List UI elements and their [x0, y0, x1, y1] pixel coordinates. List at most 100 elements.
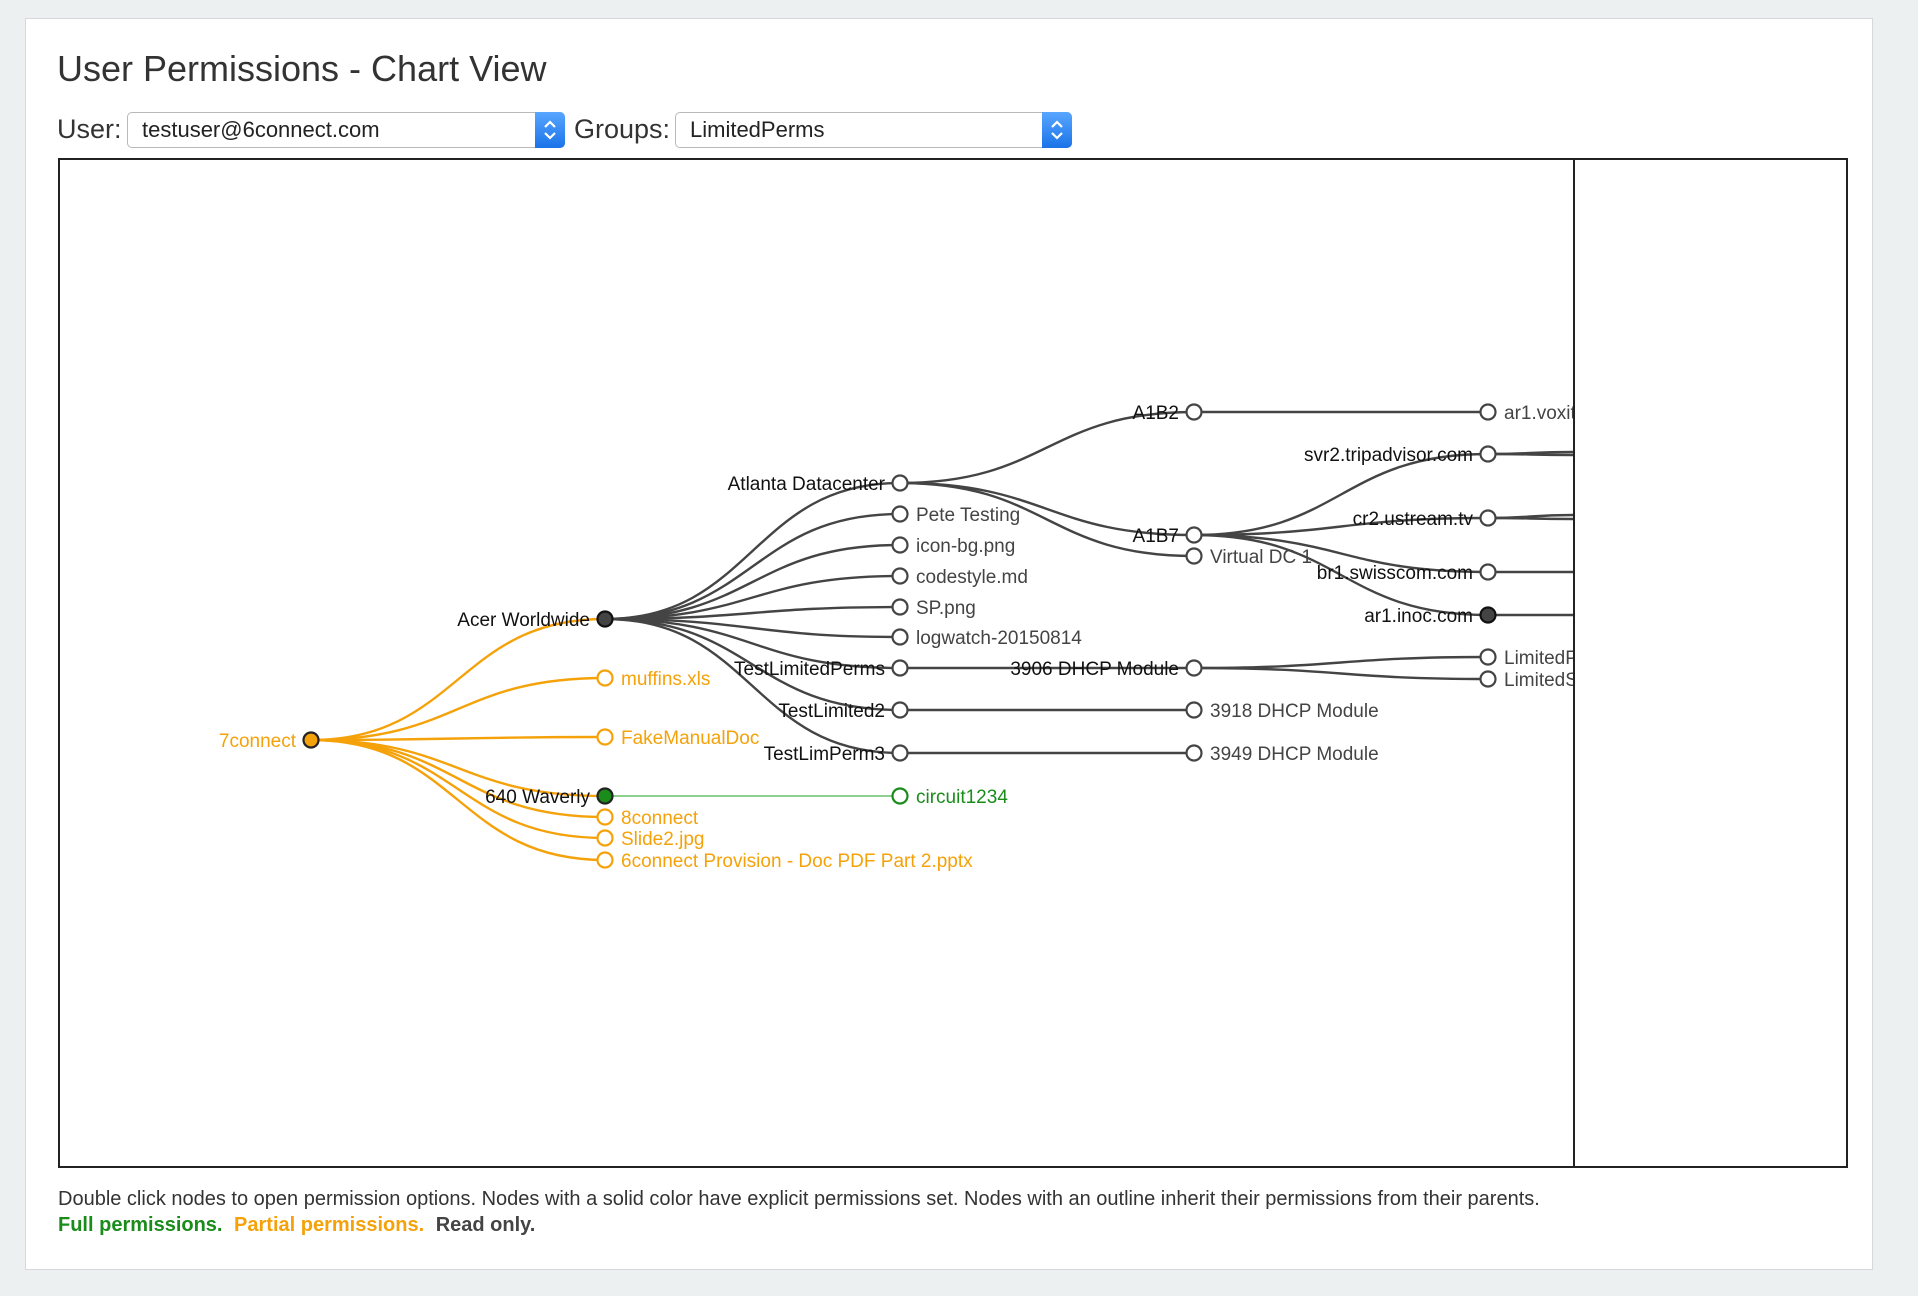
tree-node-circle[interactable] [596, 669, 614, 687]
tree-node-iconbg[interactable]: icon-bg.png [891, 536, 1016, 557]
tree-link-a1b7-br1 [1193, 533, 1489, 574]
legend-partial: Partial permissions. [234, 1214, 425, 1236]
tree-node-circle[interactable] [1479, 648, 1497, 666]
tree-link-root-muffins [310, 676, 606, 742]
tree-node-circle[interactable] [891, 474, 909, 492]
tree-node-circle[interactable] [596, 728, 614, 746]
tree-link-a1b7-ar1inoc [1193, 533, 1489, 617]
tree-node-circle[interactable] [891, 505, 909, 523]
tree-node-ar1inoc[interactable]: ar1.inoc.com [1364, 606, 1497, 627]
tree-link-atlanta-vdc1 [899, 481, 1195, 558]
tree-node-a1b2[interactable]: A1B2 [1133, 403, 1203, 424]
tree-node-circle[interactable] [596, 610, 614, 628]
tree-node-label: TestLimited2 [778, 701, 885, 722]
tree-node-a1b7[interactable]: A1B7 [1133, 526, 1203, 547]
legend-readonly: Read only. [435, 1214, 536, 1236]
tree-node-root[interactable]: 7connect [219, 731, 320, 752]
tree-node-label: icon-bg.png [916, 536, 1015, 557]
tree-node-label: 6connect Provision - Doc PDF Part 2.pptx [621, 851, 973, 872]
tree-node-circle[interactable] [1479, 563, 1497, 581]
groups-select-stepper[interactable] [1042, 112, 1072, 148]
tree-node-circle[interactable] [1479, 606, 1497, 624]
tree-link-a1b7-cr2 [1193, 516, 1489, 537]
tree-node-logwatch[interactable]: logwatch-20150814 [891, 628, 1083, 649]
tree-node-circle[interactable] [596, 829, 614, 847]
tree-node-dhcp3918[interactable]: 3918 DHCP Module [1185, 701, 1379, 722]
tree-node-circle[interactable] [1185, 659, 1203, 677]
tree-node-circle[interactable] [1185, 526, 1203, 544]
tree-node-svr2[interactable]: svr2.tripadvisor.com [1304, 445, 1497, 466]
tree-node-codestyle[interactable]: codestyle.md [891, 567, 1028, 588]
tree-node-cr2[interactable]: cr2.ustream.tv [1353, 509, 1497, 530]
tree-node-label: 3949 DHCP Module [1210, 744, 1379, 765]
tree-node-circle[interactable] [1479, 509, 1497, 527]
tree-node-circle[interactable] [891, 628, 909, 646]
tree-node-label: TestLimitedPerms [734, 659, 885, 680]
tree-node-dhcp3906[interactable]: 3906 DHCP Module [1010, 659, 1203, 680]
tree-link-a1b7-svr2 [1193, 452, 1489, 537]
tree-node-label: circuit1234 [916, 787, 1008, 808]
tree-link-offscreen-svr2 [1487, 452, 1574, 457]
tree-node-label: 3918 DHCP Module [1210, 701, 1379, 722]
tree-node-label: Atlanta Datacenter [728, 474, 886, 495]
tree-node-circle[interactable] [891, 536, 909, 554]
tree-node-muffins[interactable]: muffins.xls [596, 669, 711, 690]
tree-node-br1[interactable]: br1.swisscom.com [1317, 563, 1497, 584]
tree-node-label: Acer Worldwide [457, 610, 590, 631]
tree-node-tlp3[interactable]: TestLimPerm3 [764, 744, 909, 765]
tree-svg[interactable]: 7connect Acer Worldwide muffins.xlsFakeMan… [58, 158, 1848, 1168]
tree-node-pete[interactable]: Pete Testing [891, 505, 1021, 526]
tree-node-acer[interactable]: Acer Worldwide [457, 610, 614, 631]
tree-link-root-provision [310, 738, 606, 862]
tree-node-circle[interactable] [891, 567, 909, 585]
tree-node-dhcp3949[interactable]: 3949 DHCP Module [1185, 744, 1379, 765]
tree-node-eightconnect[interactable]: 8connect [596, 808, 699, 829]
tree-node-label: 3906 DHCP Module [1010, 659, 1179, 680]
tree-node-atlanta[interactable]: Atlanta Datacenter [728, 474, 909, 495]
tree-node-circuit[interactable]: circuit1234 [891, 787, 1009, 808]
links-layer [310, 410, 1574, 862]
updown-chevron-icon [1051, 120, 1063, 140]
groups-select[interactable]: LimitedPerms [675, 112, 1072, 148]
tree-node-vdc1[interactable]: Virtual DC 1 [1185, 547, 1313, 568]
tree-node-tl2[interactable]: TestLimited2 [778, 701, 909, 722]
tree-node-circle[interactable] [891, 701, 909, 719]
tree-node-circle[interactable] [1479, 445, 1497, 463]
tree-node-circle[interactable] [596, 808, 614, 826]
tree-node-circle[interactable] [891, 787, 909, 805]
tree-node-circle[interactable] [1185, 547, 1203, 565]
tree-node-circle[interactable] [596, 787, 614, 805]
tree-node-tlp[interactable]: TestLimitedPerms [734, 659, 909, 680]
tree-node-slide2[interactable]: Slide2.jpg [596, 829, 705, 850]
tree-link-acer-atlanta [604, 481, 901, 621]
tree-node-limp[interactable]: LimitedPe [1479, 648, 1589, 669]
tree-node-circle[interactable] [891, 659, 909, 677]
tree-node-circle[interactable] [1185, 744, 1203, 762]
tree-node-circle[interactable] [1185, 701, 1203, 719]
tree-node-label: Slide2.jpg [621, 829, 704, 850]
tree-node-provision[interactable]: 6connect Provision - Doc PDF Part 2.pptx [596, 851, 974, 872]
user-select[interactable]: testuser@6connect.com [127, 112, 565, 148]
tree-node-circle[interactable] [1185, 403, 1203, 421]
tree-node-fakedoc[interactable]: FakeManualDoc [596, 728, 760, 749]
tree-link-acer-pete [604, 512, 901, 621]
user-select-stepper[interactable] [535, 112, 565, 148]
tree-node-circle[interactable] [1479, 403, 1497, 421]
tree-link-dhcp3906-limp [1193, 655, 1489, 670]
tree-node-circle[interactable] [596, 851, 614, 869]
tree-node-circle[interactable] [302, 731, 320, 749]
tree-node-lims[interactable]: LimitedSi [1479, 670, 1583, 691]
tree-node-voxit[interactable]: ar1.voxit. [1479, 403, 1582, 424]
tree-node-sp[interactable]: SP.png [891, 598, 976, 619]
tree-link-acer-iconbg [604, 543, 901, 621]
tree-node-label: SP.png [916, 598, 976, 619]
tree-node-circle[interactable] [891, 744, 909, 762]
tree-node-label: muffins.xls [621, 669, 710, 690]
tree-node-waverly[interactable]: 640 Waverly [485, 787, 614, 808]
user-select-value: testuser@6connect.com [142, 117, 380, 142]
tree-node-circle[interactable] [1479, 670, 1497, 688]
nodes-layer: 7connect Acer Worldwide muffins.xlsFakeMan… [219, 403, 1589, 872]
tree-node-circle[interactable] [891, 598, 909, 616]
tree-node-label: LimitedSi [1504, 670, 1582, 691]
